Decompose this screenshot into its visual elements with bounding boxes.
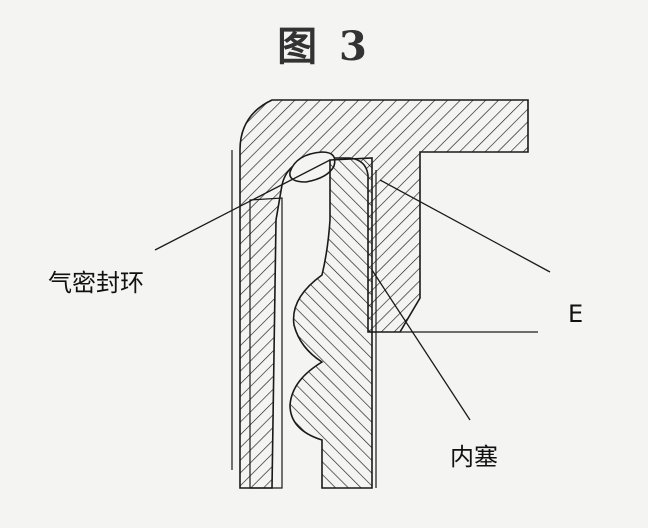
e-leader: [379, 179, 551, 273]
seal-ring-leader: [154, 159, 331, 251]
cap-body: [239, 99, 529, 489]
e-label: E: [568, 300, 584, 328]
container-wall: [249, 197, 283, 489]
figure-title: 图 3: [277, 23, 371, 70]
inner-plug-leader: [371, 269, 471, 421]
inner-plug: [289, 157, 373, 489]
seal-ring-label: 气密封环: [48, 269, 144, 297]
inner-plug-label: 内塞: [450, 443, 498, 471]
